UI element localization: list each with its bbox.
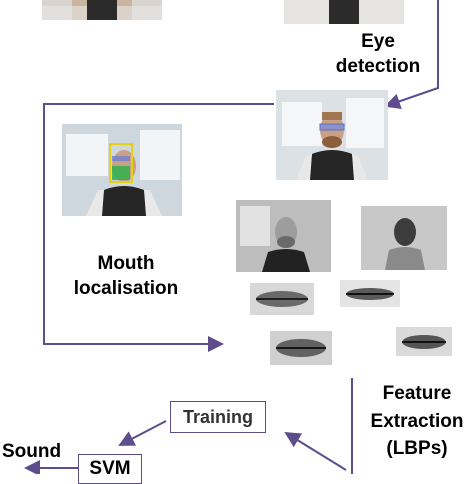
training-label: Training [182,406,253,427]
mouth-localisation-label: Mouth localisation [73,253,179,299]
top-face-image-left [42,0,162,20]
sound-label: Sound [2,441,62,462]
training-box: Training [170,401,266,433]
grayscale-face-image-1 [236,200,331,272]
arrow-loop-to-mouth-crops [43,103,274,352]
mouth-crop-1 [250,283,314,315]
svm-label: SVM [89,458,131,479]
face-detection-image [62,124,182,216]
mouth-crop-4 [396,327,452,356]
eye-detection-image [276,90,388,180]
grayscale-face-image-2 [361,206,447,270]
top-face-image-right [284,0,404,24]
mouth-crop-2 [340,280,400,307]
eye-detection-label: Eye detection [335,31,421,77]
svm-box: SVM [78,454,142,484]
arrow-to-eye-detection [384,0,439,109]
mouth-crop-3 [270,331,332,365]
feature-extraction-label: Feature Extraction (LBPs) [370,383,464,460]
arrow-to-training [284,431,347,471]
arrow-to-svm [118,420,167,446]
flow-arrows [24,0,439,474]
